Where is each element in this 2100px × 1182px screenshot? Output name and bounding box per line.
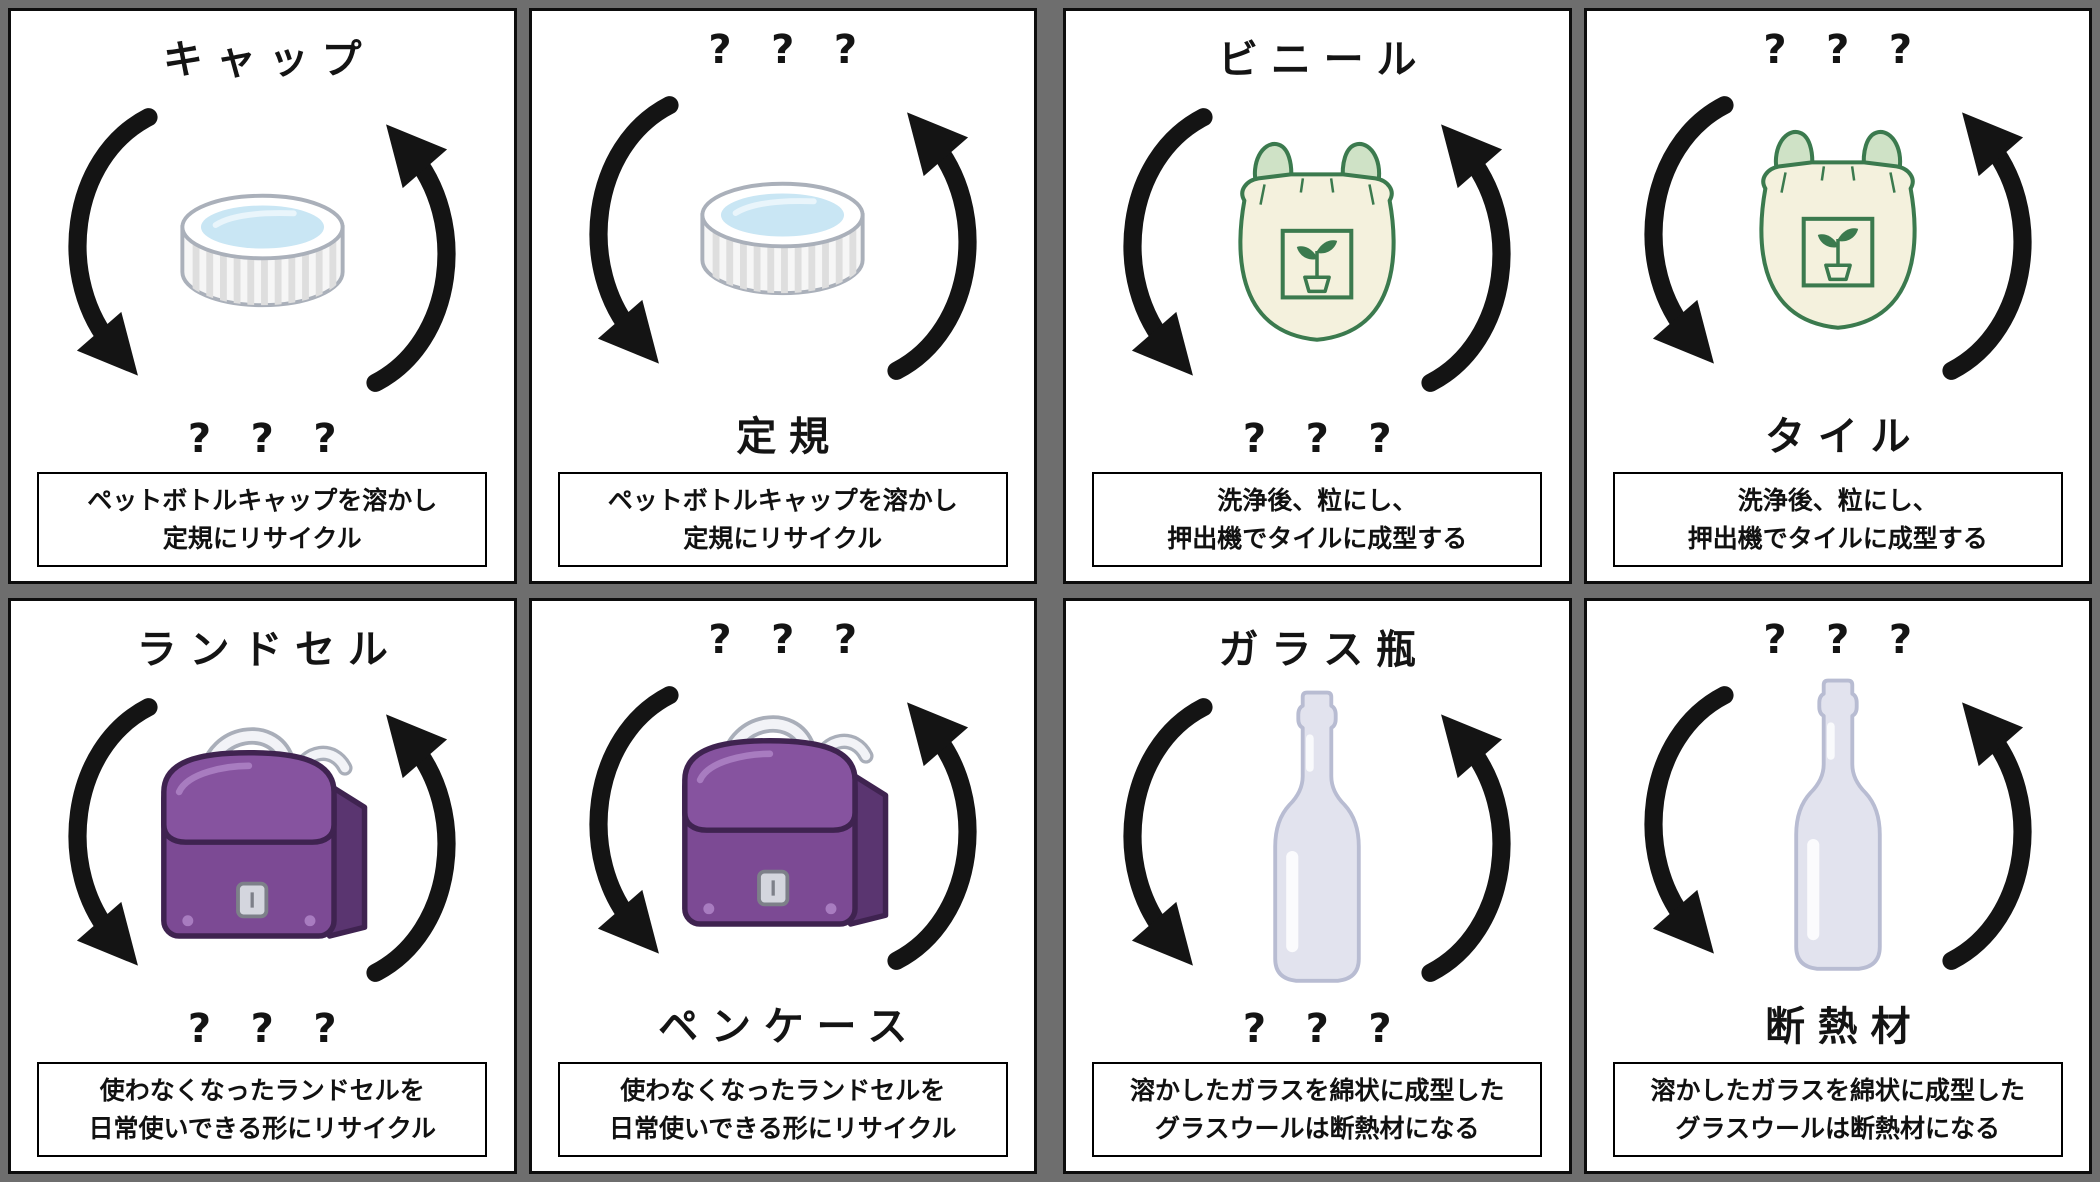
card-cap: キャップ ? ? ? ペットボトルキャップを溶かし 定規にリサイクル: [8, 8, 517, 584]
card-insulation: ? ? ? 断熱材 溶かしたガラスを綿状に成型した グラスウールは断熱材になる: [1583, 598, 2092, 1174]
card-bottom-label: ? ? ?: [1242, 416, 1405, 462]
card-bottom-label: タイル: [1764, 414, 1924, 460]
recycle-cycle: [1078, 85, 1557, 414]
recycle-cycle: [1599, 73, 2078, 402]
card-description: ペットボトルキャップを溶かし 定規にリサイクル: [37, 472, 488, 567]
recycle-cycle: [544, 73, 1023, 402]
card-glass-bottle: ガラス瓶 ? ? ? 溶かしたガラスを綿状に成型した グラスウールは断熱材になる: [1063, 598, 1572, 1174]
description-line: 溶かしたガラスを綿状に成型した: [1650, 1076, 2025, 1105]
card-description: 使わなくなったランドセルを 日常使いできる形にリサイクル: [557, 1062, 1008, 1157]
recycle-cycle: [23, 675, 502, 1004]
description-line: 使わなくなったランドセルを: [99, 1076, 425, 1105]
description-line: 定規にリサイクル: [162, 523, 362, 553]
card-description: 洗浄後、粒にし、 押出機でタイルに成型する: [1092, 472, 1543, 567]
glass-bottle-icon: [1777, 674, 1899, 982]
description-line: 日常使いできる形にリサイクル: [88, 1113, 436, 1143]
bottle-cap-icon: [155, 176, 370, 323]
school-backpack-icon: [131, 720, 393, 960]
card-tile: ? ? ? タイル 洗浄後、粒にし、 押出機でタイルに成型する: [1583, 8, 2092, 584]
bottle-cap-icon: [675, 164, 890, 311]
card-top-label: ? ? ?: [1763, 617, 1925, 663]
recycle-cycle: [1078, 675, 1557, 1004]
card-randoseru: ランドセル ? ? ? 使わなくなったランドセルを 日常使いできる形にリサイクル: [8, 598, 517, 1174]
description-line: 使わなくなったランドセルを: [620, 1076, 946, 1105]
description-line: 洗浄後、粒にし、: [1737, 486, 1938, 515]
board-row-top: キャップ ? ? ? ペットボトルキャップを溶かし 定規にリサイクル ? ? ?…: [8, 8, 2092, 584]
card-description: ペットボトルキャップを溶かし 定規にリサイクル: [557, 472, 1008, 567]
card-top-label: ? ? ?: [1763, 27, 1925, 73]
card-description: 洗浄後、粒にし、 押出機でタイルに成型する: [1612, 472, 2063, 567]
card-pen-case: ? ? ? ペンケース 使わなくなったランドセルを 日常使いできる形にリサイクル: [528, 598, 1037, 1174]
card-top-label: キャップ: [163, 37, 375, 83]
card-bottom-label: ペンケース: [658, 1004, 921, 1050]
description-line: 定規にリサイクル: [683, 523, 883, 553]
card-top-label: ガラス瓶: [1218, 627, 1429, 673]
card-bottom-label: 定規: [736, 414, 842, 460]
description-line: ペットボトルキャップを溶かし: [607, 486, 958, 515]
card-bottom-label: ? ? ?: [187, 416, 350, 462]
description-line: 押出機でタイルに成型する: [1167, 523, 1468, 553]
card-bottom-label: ? ? ?: [1242, 1006, 1405, 1052]
card-top-label: ? ? ?: [708, 27, 870, 73]
description-line: ペットボトルキャップを溶かし: [87, 486, 438, 515]
description-line: 洗浄後、粒にし、: [1217, 486, 1418, 515]
description-line: 押出機でタイルに成型する: [1687, 523, 1988, 553]
card-ruler: ? ? ? 定規 ペットボトルキャップを溶かし 定規にリサイクル: [528, 8, 1037, 584]
plastic-bag-icon: [1727, 122, 1949, 354]
card-bottom-label: 断熱材: [1764, 1004, 1924, 1050]
card-description: 溶かしたガラスを綿状に成型した グラスウールは断熱材になる: [1092, 1062, 1543, 1157]
recycle-cycle: [23, 85, 502, 414]
card-bottom-label: ? ? ?: [187, 1006, 350, 1052]
recycle-cycle: [1599, 663, 2078, 992]
card-top-label: ? ? ?: [708, 617, 870, 663]
plastic-bag-icon: [1206, 134, 1428, 366]
description-line: グラスウールは断熱材になる: [1675, 1113, 2000, 1143]
description-line: 日常使いできる形にリサイクル: [608, 1113, 957, 1143]
description-line: グラスウールは断熱材になる: [1154, 1113, 1480, 1143]
description-line: 溶かしたガラスを綿状に成型した: [1129, 1076, 1505, 1105]
card-top-label: ビニール: [1218, 37, 1430, 83]
board-row-bottom: ランドセル ? ? ? 使わなくなったランドセルを 日常使いできる形にリサイクル…: [8, 598, 2092, 1174]
glass-bottle-icon: [1256, 686, 1378, 994]
card-description: 使わなくなったランドセルを 日常使いできる形にリサイクル: [37, 1062, 488, 1157]
recycle-cycle: [544, 663, 1023, 992]
card-description: 溶かしたガラスを綿状に成型した グラスウールは断熱材になる: [1612, 1062, 2063, 1157]
card-vinyl-bag: ビニール ? ? ? 洗浄後、粒にし、 押出機でタイルに成型する: [1063, 8, 1572, 584]
card-top-label: ランドセル: [136, 627, 401, 673]
school-backpack-icon: [652, 708, 914, 948]
